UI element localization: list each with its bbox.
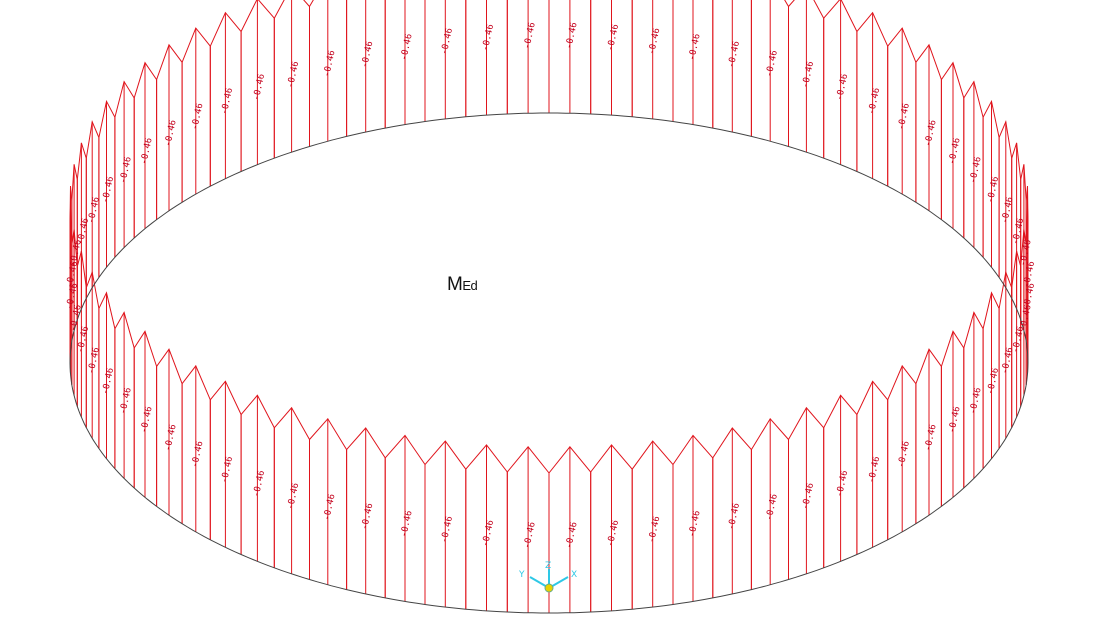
value-label: -0.46 — [163, 119, 178, 148]
base-ring-outline — [69, 112, 1029, 614]
value-label: -0.46 — [360, 502, 375, 531]
value-label: -0.46 — [87, 196, 102, 225]
value-label: -0.46 — [647, 515, 662, 544]
value-label: -0.46 — [897, 102, 912, 131]
diagram-ribbons — [69, 0, 1029, 613]
value-label: -0.46 — [835, 73, 850, 102]
value-label: -0.46 — [867, 87, 882, 116]
value-label: -0.46 — [727, 40, 742, 69]
value-label: -0.46 — [522, 21, 537, 50]
value-label: -0.46 — [252, 73, 267, 102]
value-label: -0.46 — [687, 510, 702, 539]
value-label: -0.46 — [687, 33, 702, 62]
value-label: -0.46 — [564, 521, 579, 550]
value-label: -0.46 — [968, 156, 983, 185]
value-label: -0.46 — [481, 23, 496, 52]
value-label: -0.46 — [947, 406, 962, 435]
value-label: -0.46 — [727, 502, 742, 531]
coordinate-axes-icon[interactable]: Y X Z — [518, 561, 577, 593]
value-label: -0.46 — [220, 456, 235, 485]
value-label: -0.46 — [101, 176, 116, 205]
value-label: -0.46 — [606, 23, 621, 52]
value-label: -0.46 — [923, 119, 938, 148]
value-label: -0.46 — [101, 367, 116, 396]
value-label: -0.46 — [1000, 196, 1015, 225]
value-label: -0.46 — [947, 137, 962, 166]
value-label: -0.46 — [765, 493, 780, 522]
value-label: -0.46 — [322, 493, 337, 522]
value-label: -0.46 — [360, 40, 375, 69]
value-label: -0.46 — [139, 406, 154, 435]
value-label: -0.46 — [399, 33, 414, 62]
value-label: -0.46 — [897, 440, 912, 469]
value-label: -0.46 — [87, 346, 102, 375]
value-label: -0.46 — [867, 456, 882, 485]
value-label: -0.46 — [286, 60, 301, 89]
value-label: -0.46 — [564, 21, 579, 50]
value-label: -0.46 — [440, 27, 455, 56]
value-label: -0.46 — [1000, 346, 1015, 375]
axis-z-label: Z — [545, 561, 551, 571]
value-label: -0.46 — [399, 510, 414, 539]
value-label: -0.46 — [190, 102, 205, 131]
title-subscript: Ed — [462, 278, 478, 293]
value-label: -0.46 — [801, 60, 816, 89]
value-label: -0.46 — [286, 482, 301, 511]
value-label: -0.46 — [923, 423, 938, 452]
value-label: -0.46 — [139, 137, 154, 166]
value-label: -0.46 — [801, 482, 816, 511]
value-label: -0.46 — [440, 515, 455, 544]
value-label: -0.46 — [118, 156, 133, 185]
value-label: -0.46 — [118, 387, 133, 416]
value-label: -0.46 — [220, 87, 235, 116]
value-label: -0.46 — [835, 470, 850, 499]
axis-x-label: X — [571, 570, 577, 580]
title-main: M — [447, 274, 463, 295]
diagram-title: MEd — [447, 274, 478, 296]
value-label: -0.46 — [163, 423, 178, 452]
value-label: -0.46 — [252, 470, 267, 499]
axis-y-label: Y — [518, 570, 525, 580]
value-label: -0.46 — [190, 440, 205, 469]
value-label: -0.46 — [481, 519, 496, 548]
value-label: -0.46 — [647, 27, 662, 56]
value-label: -0.46 — [968, 387, 983, 416]
value-label: -0.46 — [606, 519, 621, 548]
value-label: -0.46 — [322, 49, 337, 78]
value-label: -0.46 — [765, 49, 780, 78]
value-label: -0.46 — [522, 521, 537, 550]
